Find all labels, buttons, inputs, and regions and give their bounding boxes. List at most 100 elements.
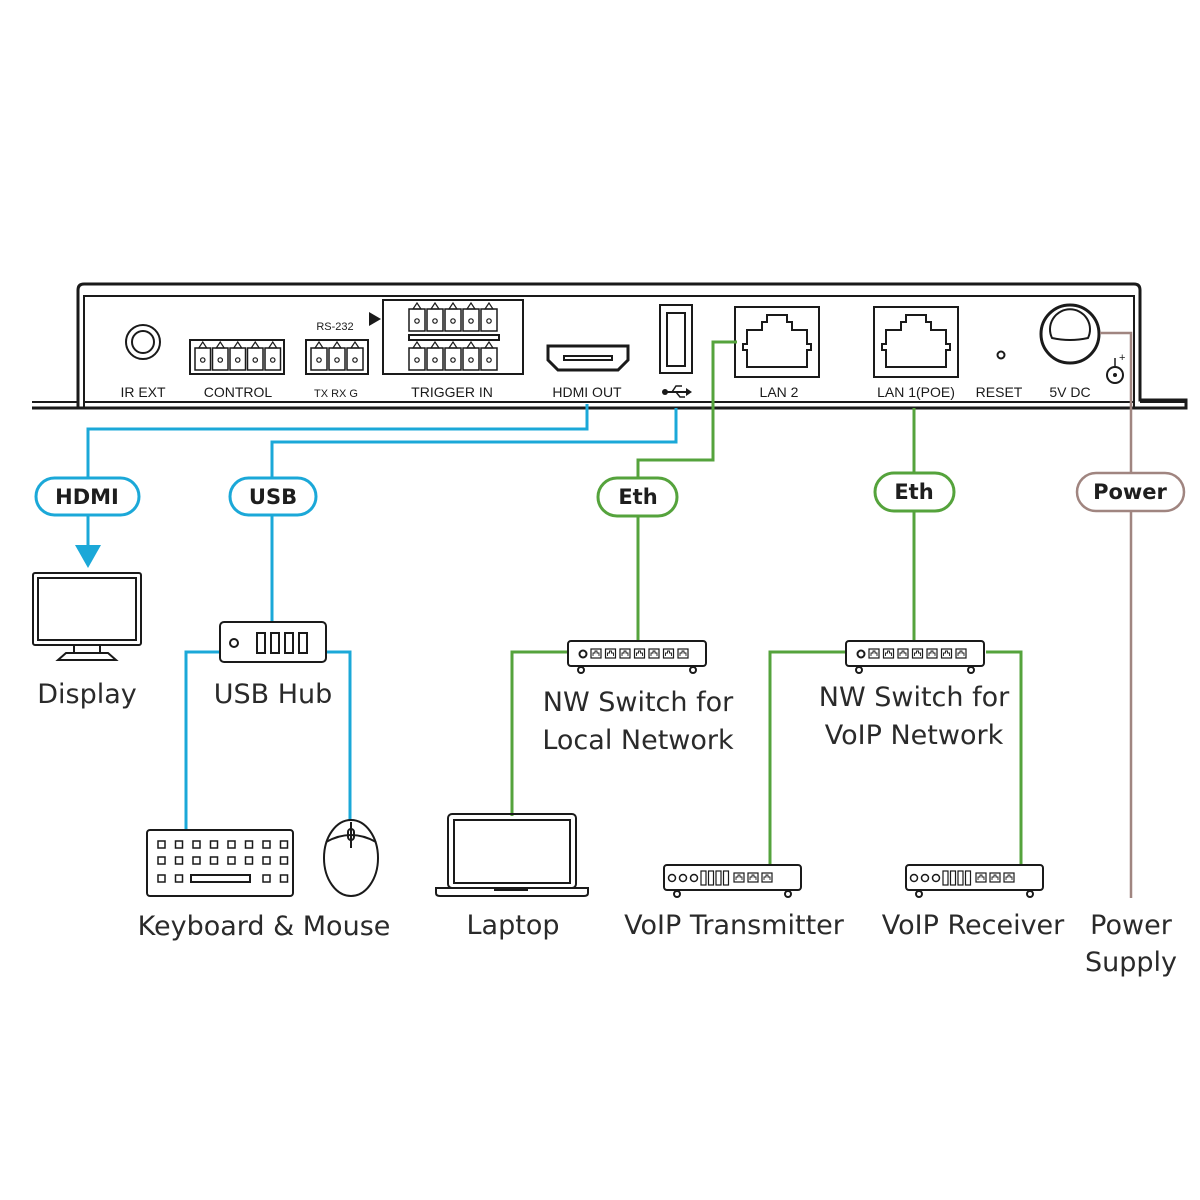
switch-voip-label-line2: VoIP Network (825, 720, 1004, 751)
lan2-port: LAN 2 (734, 306, 820, 400)
key (279, 856, 289, 865)
hdmi-pill-label: HDMI (55, 485, 119, 509)
terminal-pin (426, 340, 444, 371)
ethernet-port-icon (590, 648, 602, 659)
rs232-label: RS-232 (316, 321, 353, 333)
usb-cable (184, 408, 678, 830)
usb-slot-icon (700, 870, 707, 886)
key (279, 874, 289, 883)
control-port: CONTROL (189, 339, 285, 400)
key (209, 856, 219, 865)
key (227, 840, 236, 849)
lan2-label: LAN 2 (760, 384, 799, 400)
device-rear-panel: IR EXT CONTROL RS-232 TX RX G TRIGGER IN (32, 282, 1188, 410)
switch-voip-label-line1: NW Switch for (819, 682, 1010, 713)
terminal-pin (408, 340, 426, 371)
ethernet-port-icon (882, 648, 895, 659)
ethernet-port-icon (926, 648, 938, 659)
usb-slot-icon (964, 870, 972, 886)
usb-slot-icon (722, 870, 730, 886)
eth-local-pill: Eth (596, 476, 679, 518)
ir-ext-label: IR EXT (120, 384, 166, 400)
usb-slot-icon (715, 870, 722, 886)
terminal-pin (444, 340, 462, 371)
key (174, 874, 184, 883)
ethernet-port-icon (897, 648, 909, 659)
reset-label: RESET (976, 384, 1023, 400)
terminal-pin (462, 340, 480, 371)
ethernet-port-icon (940, 648, 953, 659)
key (157, 856, 166, 865)
terminal-pin (328, 340, 346, 371)
key (262, 856, 271, 865)
ethernet-port-icon (662, 648, 675, 659)
ethernet-port-icon (633, 648, 646, 659)
mouse-icon (323, 819, 379, 897)
usb-slot-icon (707, 870, 715, 886)
display-icon (32, 572, 142, 661)
voip-receiver-icon (905, 864, 1044, 898)
key (174, 840, 184, 849)
ethernet-port-icon (747, 872, 759, 883)
key (244, 856, 254, 865)
laptop-icon (435, 813, 589, 897)
indicator-icon (920, 873, 930, 883)
control-label: CONTROL (204, 384, 273, 400)
rs232-port: RS-232 TX RX G (305, 312, 381, 400)
dc-label: 5V DC (1049, 384, 1090, 400)
key (262, 874, 271, 883)
key (174, 856, 184, 865)
usb-slot-icon (942, 870, 949, 886)
hdmi-cable (75, 404, 589, 568)
lan1-label: LAN 1(POE) (877, 384, 955, 400)
hdmi-out-port: HDMI OUT (546, 344, 630, 400)
usb-slot-icon (957, 870, 964, 886)
keyboard-mouse-label: Keyboard & Mouse (138, 911, 391, 942)
usb-port (659, 304, 693, 398)
display-label: Display (37, 679, 137, 710)
trigger-in-label: TRIGGER IN (411, 384, 493, 400)
terminal-pin (426, 301, 444, 332)
indicator-icon (678, 873, 688, 883)
ethernet-port-icon (975, 872, 987, 883)
hdmi-pill: HDMI (34, 476, 141, 517)
ethernet-port-icon (648, 648, 660, 659)
ethernet-port-icon (989, 872, 1001, 883)
network-switch-voip-icon (845, 640, 985, 674)
ethernet-port-icon (677, 648, 689, 659)
key (279, 840, 289, 849)
ir-ext-port: IR EXT (120, 324, 166, 400)
power-pill: Power (1075, 471, 1186, 513)
network-switch-local-icon (567, 640, 707, 674)
usb-hub-icon (219, 621, 327, 663)
power-cable (1100, 331, 1133, 898)
eth-voip-pill: Eth (873, 471, 956, 513)
terminal-pin (211, 340, 229, 371)
power-supply-label-line2: Supply (1085, 947, 1177, 978)
terminal-pin (264, 340, 282, 371)
indicator-icon (909, 873, 919, 883)
terminal-pin (480, 340, 498, 371)
dc-polarity-icon: + (1106, 352, 1125, 384)
ethernet-port-icon (1003, 872, 1015, 883)
ethernet-port-icon (761, 872, 773, 883)
hdmi-out-label: HDMI OUT (552, 384, 622, 400)
svg-text:+: + (1119, 352, 1125, 364)
terminal-pin (310, 340, 328, 371)
laptop-label: Laptop (467, 910, 560, 941)
ethernet-port-icon (955, 648, 967, 659)
usb-hub-label: USB Hub (214, 679, 333, 710)
key (192, 840, 201, 849)
usb-pill-label: USB (249, 485, 297, 509)
key (157, 874, 166, 883)
key (192, 856, 201, 865)
indicator-icon (689, 873, 699, 883)
key (244, 840, 254, 849)
key (157, 840, 166, 849)
terminal-pin (408, 301, 426, 332)
terminal-pin (444, 301, 462, 332)
eth-local-pill-label: Eth (618, 485, 657, 509)
terminal-pin (346, 340, 364, 371)
terminal-pin (462, 301, 480, 332)
indicator-icon (931, 873, 941, 883)
